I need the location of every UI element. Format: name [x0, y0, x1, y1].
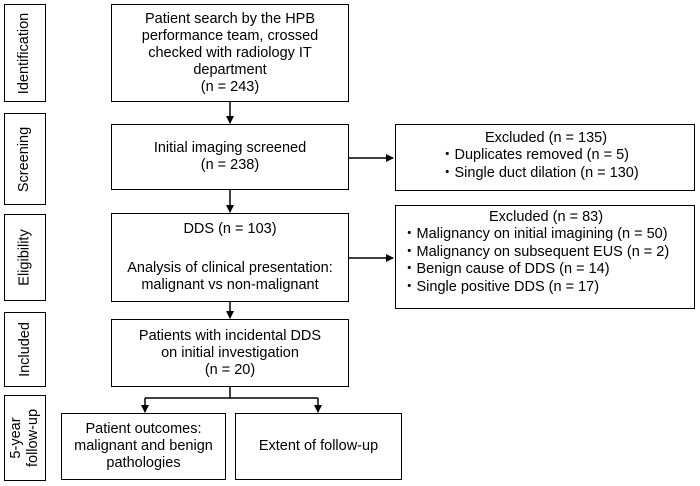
eligibility-line: Analysis of clinical presentation: [127, 260, 333, 276]
stage-label: Identification [16, 12, 33, 94]
eligibility-count: DDS (n = 103) [183, 221, 277, 237]
outcomes-box: Patient outcomes: malignant and benign p… [61, 413, 226, 480]
excluded-box-eligibility: Excluded (n = 83) ・Malignancy on initial… [395, 205, 695, 309]
excluded-item: ・Benign cause of DDS (n = 14) [402, 261, 610, 277]
excluded-item: ・Single positive DDS (n = 17) [402, 278, 600, 295]
included-box: Patients with incidental DDS on initial … [111, 319, 349, 387]
identification-box: Patient search by the HPB performance te… [111, 4, 349, 102]
stage-label-line2: follow-up [25, 408, 41, 468]
excluded-item: ・Single duct dilation (n = 130) [440, 164, 639, 181]
outcomes-line: malignant and benign [74, 438, 213, 454]
excluded-item: ・Malignancy on initial imagining (n = 50… [402, 226, 668, 242]
screening-box: Initial imaging screened (n = 238) [111, 124, 349, 190]
excluded-box-screening: Excluded (n = 135) ・Duplicates removed (… [395, 124, 695, 191]
extent-box: Extent of follow-up [235, 413, 402, 480]
included-line: on initial investigation [161, 344, 299, 361]
outcomes-line: pathologies [106, 455, 181, 471]
excluded-item: ・Malignancy on subsequent EUS (n = 2) [402, 243, 670, 260]
eligibility-line: malignant vs non-malignant [141, 277, 319, 293]
eligibility-box: DDS (n = 103) Analysis of clinical prese… [111, 213, 349, 302]
excluded-title: Excluded (n = 83) [488, 209, 604, 225]
identification-line: department [193, 61, 267, 78]
included-count: (n = 20) [204, 361, 256, 378]
stage-eligibility: Eligibility [4, 214, 46, 301]
stage-followup: 5-year follow-up [4, 395, 46, 481]
stage-label: Eligibility [16, 229, 33, 286]
screening-count: (n = 238) [200, 157, 260, 173]
screening-line: Initial imaging screened [153, 140, 307, 156]
stage-label: Included [16, 322, 33, 377]
identification-line: performance team, crossed [141, 27, 319, 44]
stage-screening: Screening [4, 113, 46, 205]
excluded-title: Excluded (n = 135) [484, 130, 608, 146]
outcomes-line: Patient outcomes: [85, 421, 202, 437]
excluded-item: ・Duplicates removed (n = 5) [440, 147, 629, 163]
identification-line: checked with radiology IT [148, 44, 312, 61]
stage-identification: Identification [4, 4, 46, 102]
stage-label: Screening [16, 126, 33, 192]
extent-label: Extent of follow-up [258, 438, 379, 454]
included-line: Patients with incidental DDS [138, 327, 322, 344]
identification-line: Patient search by the HPB [144, 10, 316, 27]
stage-label-line1: 5-year [8, 417, 24, 459]
stage-included: Included [4, 312, 46, 387]
identification-count: (n = 243) [200, 78, 260, 95]
